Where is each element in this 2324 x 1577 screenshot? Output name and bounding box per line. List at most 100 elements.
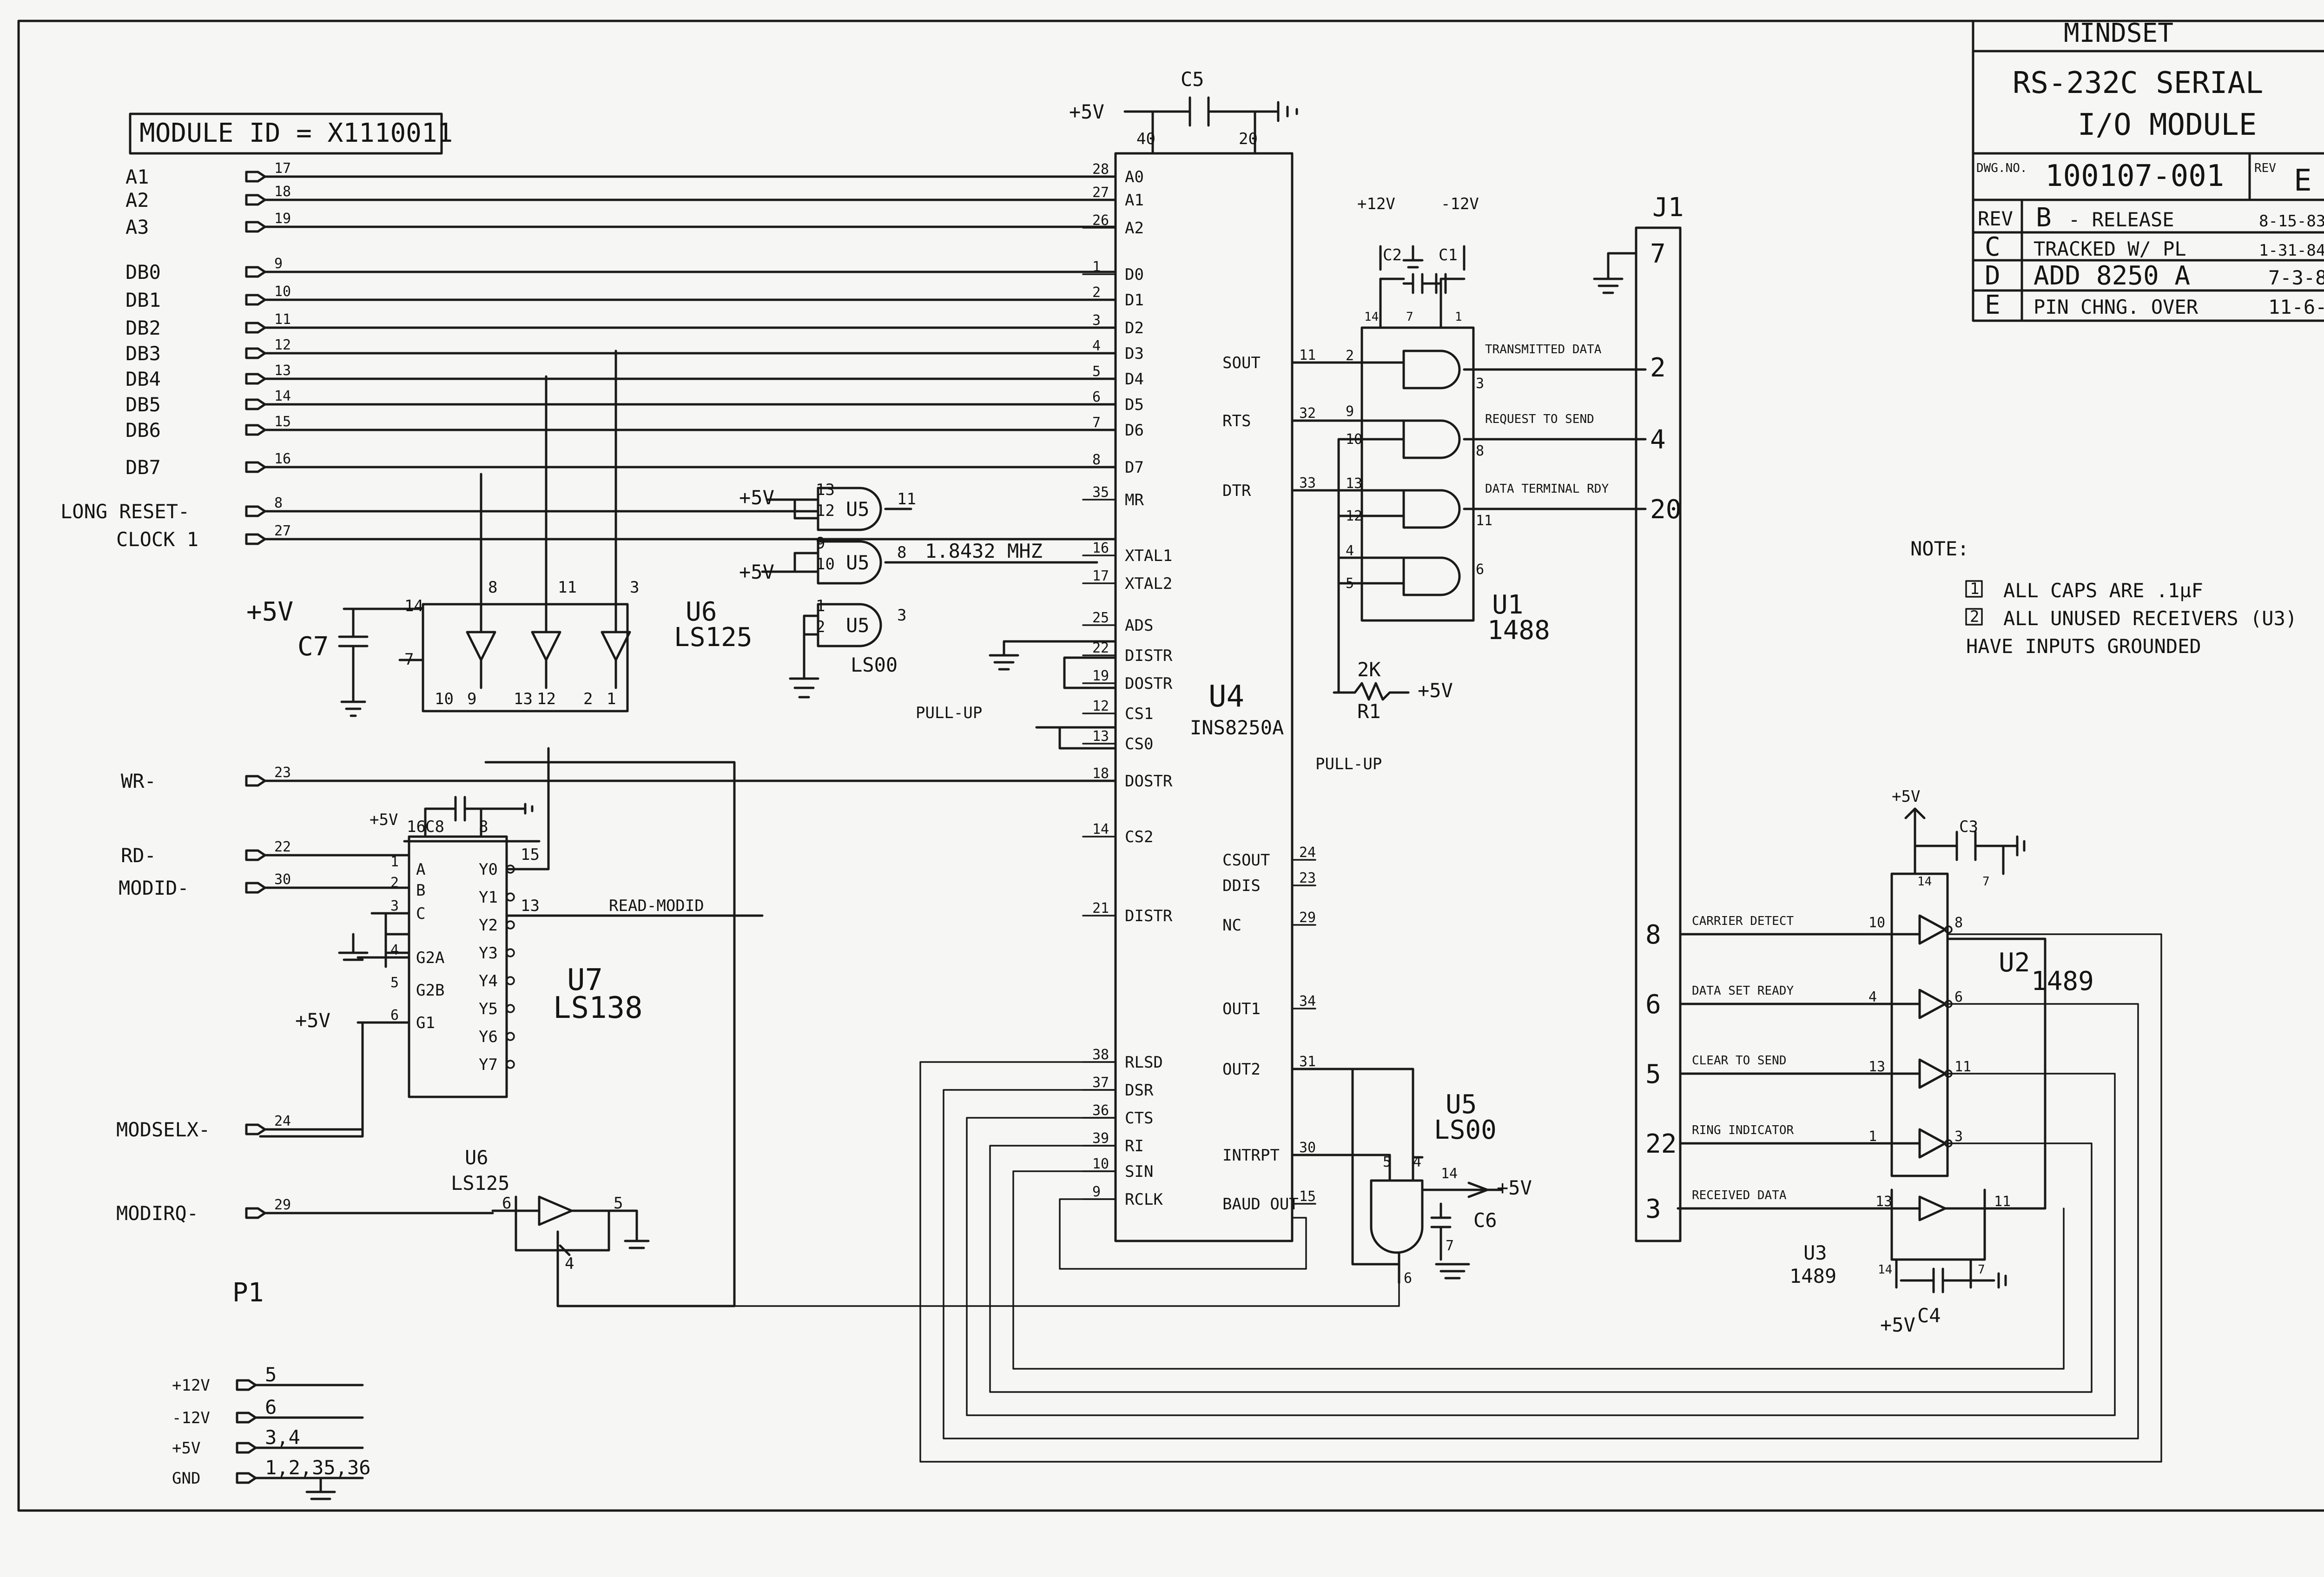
- rev-b: B: [2036, 203, 2052, 233]
- u4-pin-number: 39: [1092, 1130, 1109, 1147]
- r1-plus5v: +5V: [1418, 679, 1453, 702]
- u4-pin-number: 21: [1092, 900, 1109, 917]
- p1-signal-name: DB7: [125, 456, 161, 479]
- u3-plus5v: +5V: [1880, 1313, 1915, 1336]
- u7-output-bubble: [506, 948, 515, 957]
- note-2-num: 2: [1970, 607, 1979, 626]
- module-id-box: [129, 112, 443, 155]
- p1-pin-number: 18: [274, 184, 291, 200]
- u7-pin-13: 13: [521, 897, 540, 915]
- j1-signal-name: RECEIVED DATA: [1692, 1188, 1787, 1202]
- p1-power-pin: 3,4: [265, 1426, 300, 1449]
- u4-pin-name: DOSTR: [1125, 674, 1173, 693]
- sheet-border: [17, 20, 2324, 1512]
- u4-pin-name: DISTR: [1125, 647, 1173, 665]
- u2-pin-number: 13: [1868, 1059, 1885, 1075]
- u4-pin-number: 15: [1299, 1188, 1316, 1205]
- u4-pin-name: MR: [1125, 491, 1144, 509]
- p1-ground-symbol: [305, 1477, 336, 1500]
- u4-pin-number: 9: [1092, 1184, 1101, 1200]
- j1-pin-number: 20: [1650, 495, 1681, 525]
- u6b-pin-5: 5: [614, 1194, 623, 1213]
- rev-e-date: 11-6-84: [2268, 296, 2324, 318]
- u1-pin-7: 7: [1406, 310, 1413, 324]
- p1-pin-symbol: [245, 171, 266, 183]
- u5c-pin-2: 2: [816, 618, 825, 636]
- p1-pin-symbol: [245, 194, 266, 206]
- u5b-pin-10: 10: [816, 555, 835, 574]
- u7-pin-name: G1: [416, 1014, 435, 1032]
- u1-pin-9: 9: [1346, 403, 1354, 420]
- notes: NOTE: 1 ALL CAPS ARE .1µF 2 ALL UNUSED R…: [1910, 537, 2297, 658]
- title-line-1: RS-232C SERIAL: [2013, 66, 2263, 100]
- p1-label: P1: [232, 1278, 264, 1308]
- rev-b-desc: - RELEASE: [2068, 208, 2174, 231]
- p1-pin-number: 16: [274, 451, 291, 467]
- u2-plus5v: +5V: [1892, 787, 1920, 806]
- p1-signal-name: MODID-: [119, 877, 189, 899]
- u1-pin-13: 13: [1346, 475, 1362, 492]
- p1-pin-number: 10: [274, 284, 291, 300]
- j1-ref: J1: [1652, 192, 1684, 223]
- u4-pin-name: XTAL1: [1125, 547, 1172, 565]
- u7-pin-16: 16: [407, 818, 426, 836]
- p1-signal-name: A3: [125, 216, 149, 238]
- u2-output-bubble: [1944, 925, 1953, 934]
- rev-b-date: 8-15-83: [2259, 212, 2324, 231]
- u5a-pin-11: 11: [897, 490, 916, 508]
- rev-label: REV: [2254, 161, 2276, 175]
- u7-pin-name: B: [416, 881, 425, 900]
- p1-signal-name: DB5: [125, 393, 161, 416]
- rev-d-desc: ADD 8250 A: [2034, 261, 2190, 291]
- u2-pin-number: 3: [1954, 1128, 1963, 1145]
- j1-signal-name: RING INDICATOR: [1692, 1123, 1794, 1137]
- j1-pin-number: 2: [1650, 353, 1666, 383]
- note-1-num: 1: [1970, 580, 1979, 598]
- u4-pin-name: OUT1: [1222, 1000, 1261, 1018]
- u4-pin-name: D4: [1125, 370, 1144, 389]
- sig-request-to-send: REQUEST TO SEND: [1485, 412, 1594, 426]
- p1-pin-symbol: [245, 533, 266, 545]
- u7-plus5v: +5V: [370, 811, 398, 829]
- u4-pin-name: D5: [1125, 396, 1144, 414]
- note-3-text: HAVE INPUTS GROUNDED: [1966, 635, 2201, 658]
- u5d-pin-6: 6: [1404, 1270, 1412, 1287]
- u4-pin-name: DTR: [1222, 482, 1251, 500]
- p1-pin-symbol: [245, 373, 266, 385]
- u2-ref: U2: [1999, 948, 2030, 978]
- c5-label: C5: [1181, 68, 1204, 91]
- u6-pin-2: 2: [583, 690, 593, 708]
- u4-pin-number: 38: [1092, 1047, 1109, 1063]
- u4-pin-name: D0: [1125, 265, 1144, 284]
- u4-pin-name: RCLK: [1125, 1190, 1163, 1209]
- u4-pin-number: 3: [1092, 312, 1101, 329]
- p1-power-pin-symbol: [236, 1442, 257, 1454]
- p1-signal-name: DB0: [125, 261, 161, 284]
- u4-pin-number: 4: [1092, 338, 1101, 354]
- u4-pin-number: 12: [1092, 698, 1109, 714]
- u4-pin-name: RTS: [1222, 412, 1251, 430]
- rev-e-desc: PIN CHNG. OVER: [2034, 296, 2199, 318]
- u4-pin-number: 30: [1299, 1140, 1316, 1156]
- p1-power-name: +12V: [172, 1376, 210, 1395]
- c5-plus5v: +5V: [1069, 100, 1104, 123]
- c2-label: C2: [1383, 246, 1402, 264]
- u1-pin-5: 5: [1346, 575, 1354, 592]
- c5-capacitor: C5 +5V 40 20: [1069, 68, 1298, 155]
- u1-part: 1488: [1487, 615, 1550, 646]
- u3-ref: U3: [1803, 1241, 1827, 1264]
- u7-output-name: Y2: [479, 916, 498, 935]
- p1-signal-name: A2: [125, 189, 149, 211]
- u2-pin-14: 14: [1917, 875, 1932, 889]
- p1-pin-symbol: [245, 424, 266, 436]
- u7-pin-number: 6: [390, 1007, 399, 1023]
- p1-power-pin: 6: [265, 1396, 277, 1419]
- u1-pin-14: 14: [1364, 310, 1379, 324]
- pull-up-label-2: PULL-UP: [1315, 755, 1382, 773]
- u5-part-label: LS00: [851, 653, 898, 676]
- p1-pin-symbol: [245, 505, 266, 517]
- j1-signal-name: DATA SET READY: [1692, 984, 1794, 998]
- u4-pin-name: D6: [1125, 421, 1144, 440]
- u1-pin-2: 2: [1346, 348, 1354, 364]
